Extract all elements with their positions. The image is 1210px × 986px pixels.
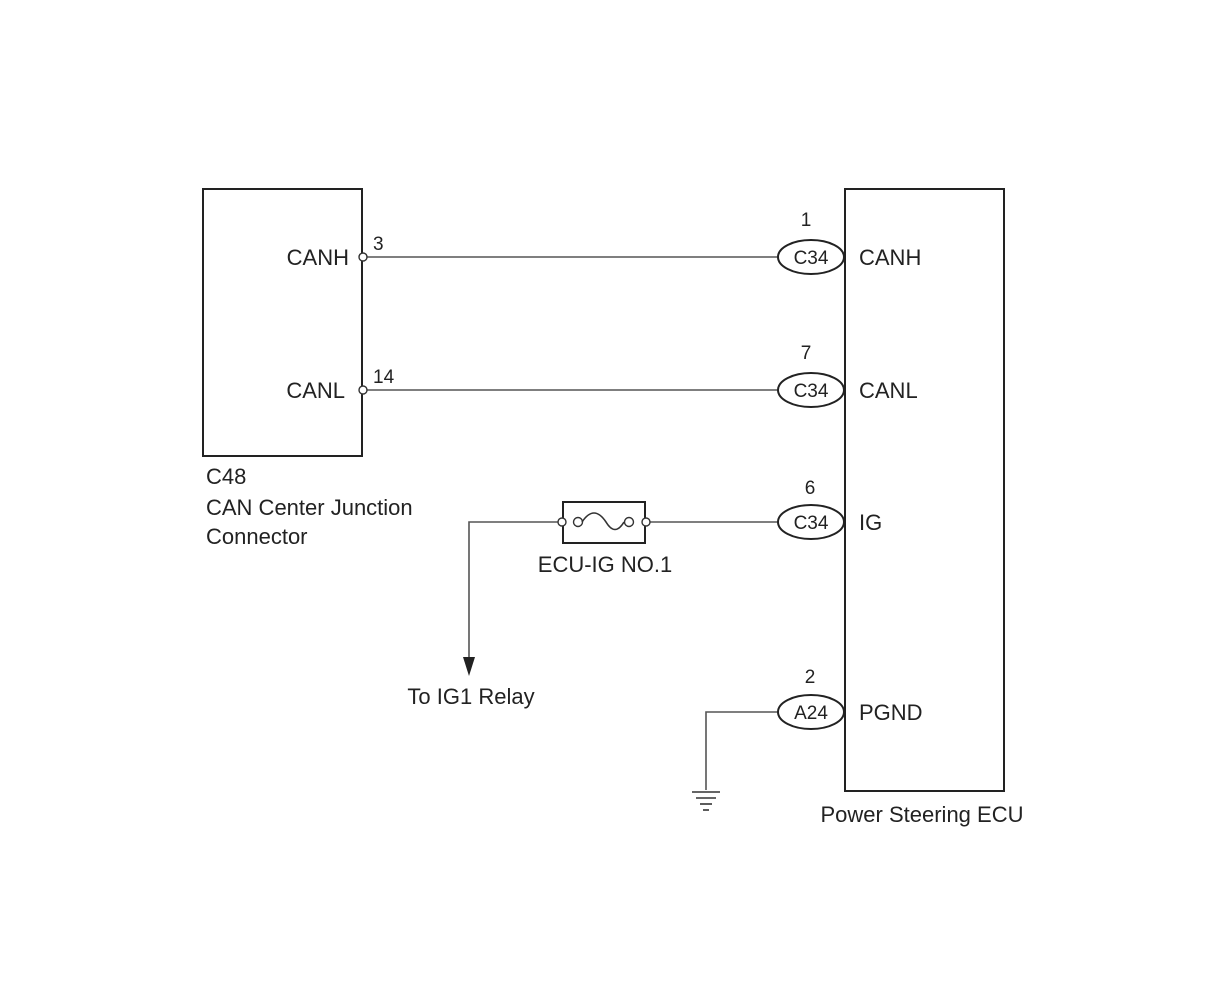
ecu-terminal-pgnd-label: PGND	[859, 700, 923, 725]
ecu-pin-canl-number: 7	[801, 343, 812, 364]
junction-pin-canl-number: 14	[373, 367, 395, 388]
junction-pin-canh-number: 3	[373, 234, 384, 255]
ecu-connector-canh-id: C34	[794, 248, 829, 269]
fuse-label: ECU-IG NO.1	[538, 552, 672, 577]
ecu-connector-ig-id: C34	[794, 513, 829, 534]
ig-relay-wire	[468, 521, 558, 660]
ecu-connector-canl: C34	[777, 372, 845, 408]
ecu-pin-pgnd-number: 2	[805, 667, 816, 688]
junction-pin-canh-label: CANH	[287, 245, 349, 270]
relay-label: To IG1 Relay	[407, 684, 534, 709]
ecu-connector-pgnd-id: A24	[794, 703, 828, 724]
junction-pin-canl-label: CANL	[286, 378, 345, 403]
junction-connector-id: C48	[206, 464, 246, 489]
canh-junction-terminal	[358, 252, 368, 262]
ecu-terminal-canh-label: CANH	[859, 245, 921, 270]
ecu-pin-ig-number: 6	[805, 478, 816, 499]
ecu-connector-canl-id: C34	[794, 381, 829, 402]
ecu-box	[844, 188, 1005, 792]
ecu-connector-ig: C34	[777, 504, 845, 540]
ecu-connector-canh: C34	[777, 239, 845, 275]
junction-connector-box	[202, 188, 363, 457]
ecu-pin-canh-number: 1	[801, 210, 812, 231]
ecu-terminal-canl-label: CANL	[859, 378, 918, 403]
relay-arrow-icon	[463, 657, 475, 676]
ecu-connector-pgnd: A24	[777, 694, 845, 730]
ground-icon	[692, 791, 720, 811]
junction-connector-name-line1: CAN Center Junction	[206, 495, 413, 520]
ecu-name: Power Steering ECU	[821, 802, 1024, 827]
ecu-terminal-ig-label: IG	[859, 510, 882, 535]
junction-connector-name-line2: Connector	[206, 524, 308, 549]
canl-junction-terminal	[358, 385, 368, 395]
fuse-symbol	[557, 501, 651, 544]
pgnd-wire	[705, 711, 778, 790]
